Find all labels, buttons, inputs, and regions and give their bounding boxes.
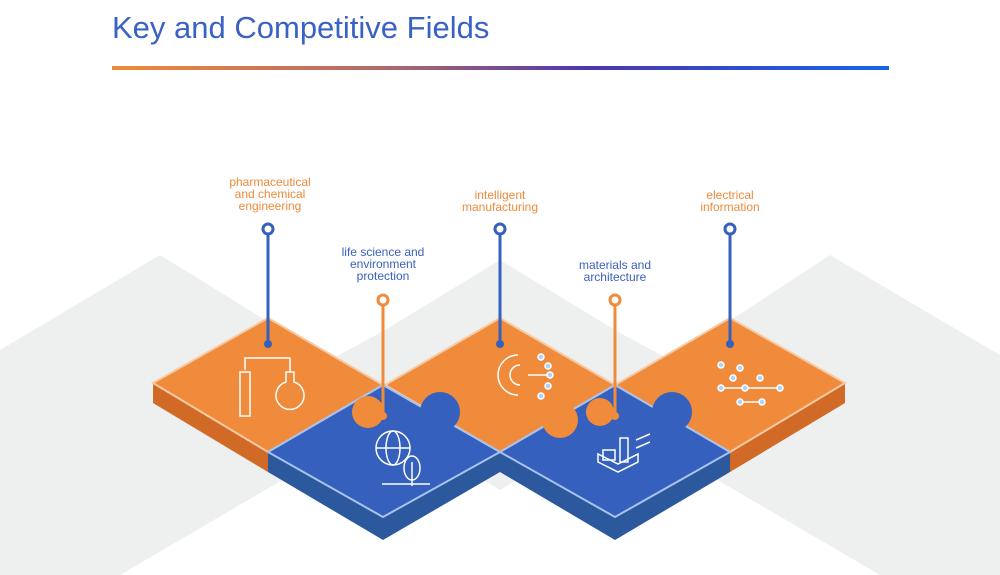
circuit-icon (717, 361, 784, 406)
label-line: information (700, 200, 760, 214)
gradient-divider (112, 66, 889, 70)
label-line: pharmaceutical (229, 175, 311, 189)
label-line: engineering (238, 199, 302, 213)
pins (261, 222, 737, 420)
label-line: and chemical (234, 187, 306, 201)
page-title: Key and Competitive Fields (112, 10, 490, 45)
label-line: intelligent (474, 188, 526, 202)
label-line: architecture (583, 270, 647, 284)
gear-circuit-icon (497, 353, 554, 400)
label-line: life science and (341, 245, 425, 259)
label-line: manufacturing (461, 200, 539, 214)
chemistry-flask-icon (239, 357, 305, 417)
tile-life-science (265, 383, 503, 519)
label-line: environment (349, 257, 417, 271)
globe-tree-icon (375, 430, 430, 486)
label-line: materials and (578, 258, 652, 272)
label-line: protection (356, 269, 410, 283)
buildings-icon (597, 433, 651, 473)
label-line: electrical (706, 188, 754, 202)
